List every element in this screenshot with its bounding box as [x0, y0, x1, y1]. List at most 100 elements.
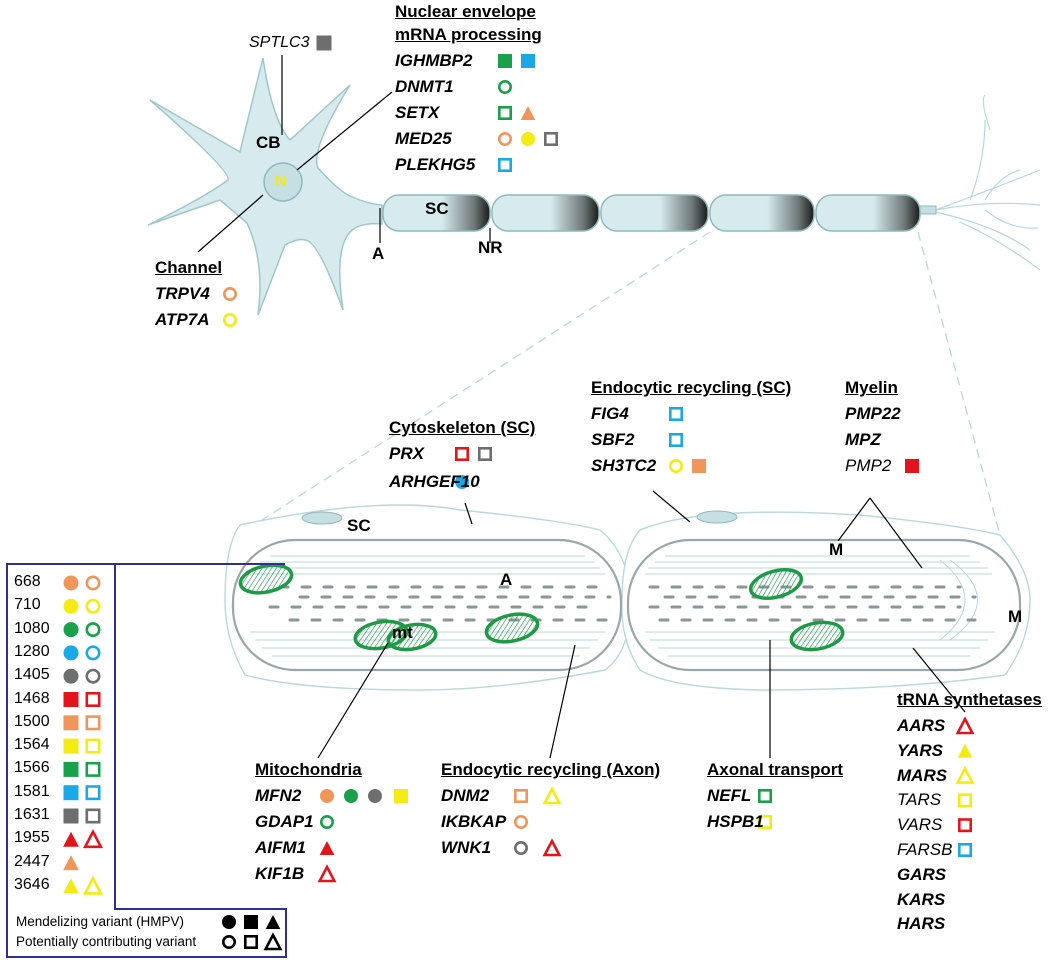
gene-label: MFN2 — [255, 786, 302, 805]
group-title: Channel — [155, 258, 223, 277]
legend-gray-circle-open — [85, 668, 101, 684]
gene-label: TRPV4 — [155, 284, 210, 303]
legend-yellow-square-open — [85, 738, 101, 754]
gene-label: VARS — [897, 815, 943, 835]
yellow-circle-filled-marker — [521, 132, 535, 146]
legend-top-line — [6, 563, 116, 565]
gene-label: PLEKHG5 — [395, 155, 476, 174]
detail-label-mt: mt — [392, 623, 413, 642]
label-cb: CB — [256, 133, 281, 152]
myelin-segment-2 — [491, 194, 600, 232]
label-n: N — [275, 173, 287, 190]
gene-sptlc3: SPTLC3 — [249, 34, 310, 51]
legend-blue-circle-filled — [63, 645, 79, 661]
legend-border-right — [114, 563, 116, 910]
fiber-outline-left — [231, 538, 623, 672]
gray-square-filled-marker — [316, 35, 332, 51]
legend-value: 2447 — [14, 852, 50, 870]
legend-value: 668 — [14, 573, 41, 590]
legend — [6, 563, 285, 910]
legend-yellow-triangle-open — [82, 875, 104, 895]
myelin-segment-5 — [815, 194, 921, 232]
legend-value: 1405 — [14, 666, 50, 684]
gene-label: MED25 — [395, 129, 452, 148]
red-triangle-open-marker — [955, 716, 975, 735]
gene-label: DNMT1 — [395, 77, 454, 96]
legend-key-box — [6, 908, 287, 958]
legend-green-circle-open — [85, 622, 101, 638]
legend-value: 1566 — [14, 759, 50, 777]
gene-label: TARS — [897, 790, 942, 810]
legend-yellow-circle-filled — [63, 598, 79, 614]
legend-blue-circle-open — [85, 645, 101, 661]
legend-green-circle-filled — [63, 622, 79, 638]
gene-label: PMP22 — [845, 404, 901, 423]
gene-label: KIF1B — [255, 864, 305, 883]
mitochondria — [238, 563, 845, 652]
legend-gray-circle-filled — [63, 668, 79, 684]
group-title: Endocytic recycling (SC) — [591, 378, 792, 397]
gene-label: KARS — [897, 889, 946, 909]
schwann-cell-right — [621, 511, 1031, 691]
legend-key-open-square — [244, 934, 259, 949]
legend-value: 1955 — [14, 829, 50, 847]
legend-value: 1581 — [14, 782, 50, 800]
legend-red-square-filled — [63, 692, 79, 707]
green-square-filled-marker — [498, 54, 512, 68]
label-a: A — [372, 244, 385, 263]
myelin-segment-1 — [382, 194, 491, 232]
detail-label-a: A — [500, 570, 513, 589]
red-triangle-open-marker — [542, 838, 562, 857]
gene-label: AARS — [897, 716, 946, 735]
gray-square-open-marker — [477, 446, 492, 461]
detail-label-m2: M — [1008, 607, 1023, 626]
yellow-circle-open-marker — [223, 312, 238, 327]
group-title: mRNA processing — [395, 25, 542, 44]
axon-dashes — [268, 585, 977, 622]
legend-key-open-circle — [222, 934, 237, 949]
axon-terminals — [929, 94, 1041, 271]
detail-label-m1: M — [829, 540, 844, 559]
group-title: Endocytic recycling (Axon) — [441, 760, 661, 779]
nucleus — [263, 162, 303, 202]
group-title: Myelin — [845, 378, 898, 397]
blue-square-filled-marker — [521, 54, 535, 68]
gene-label: ATP7A — [155, 310, 210, 329]
blue-square-open-marker — [497, 158, 512, 173]
yellow-triangle-open-marker — [955, 765, 975, 784]
green-square-open-marker — [757, 788, 772, 803]
red-square-open-marker — [454, 446, 469, 461]
legend-value: 1564 — [14, 736, 50, 754]
group-title: Cytoskeleton (SC) — [389, 418, 536, 437]
gene-label: NEFL — [707, 786, 752, 805]
sc-nucleus-right — [696, 510, 738, 524]
gene-label: HARS — [897, 914, 946, 934]
myelin-segments — [382, 194, 921, 232]
legend-blue-square-open — [85, 785, 101, 801]
myelin-segment-4 — [709, 194, 815, 232]
legend-key-filled-square — [244, 915, 258, 929]
blue-circle-filled-marker — [455, 475, 469, 489]
legend-value: 710 — [14, 596, 41, 614]
top-callout-lines — [197, 55, 491, 253]
mitochondrion — [238, 563, 294, 595]
legend-orange-circle-filled — [63, 575, 79, 591]
gene-label: SETX — [395, 103, 440, 122]
gene-label: PMP2 — [845, 456, 892, 475]
legend-value: 1468 — [14, 689, 50, 707]
gene-label: IGHMBP2 — [395, 51, 473, 70]
red-triangle-open-marker — [317, 864, 337, 883]
gray-circle-open-marker — [513, 840, 528, 855]
gene-label: IKBKAP — [441, 812, 507, 831]
legend-key-mendelizing: Mendelizing variant (HMPV) — [16, 914, 185, 929]
fiber-outline-right — [626, 538, 1022, 672]
yellow-triangle-filled-marker — [957, 743, 973, 758]
detail-fibers — [224, 504, 1031, 691]
myelin-segment-3 — [600, 194, 709, 232]
yellow-square-filled-marker — [394, 789, 408, 803]
legend-orange-circle-open — [85, 575, 101, 591]
red-square-open-marker — [957, 818, 972, 833]
gene-label: ARHGEF10 — [389, 472, 480, 491]
legend-value: 3646 — [14, 875, 50, 893]
